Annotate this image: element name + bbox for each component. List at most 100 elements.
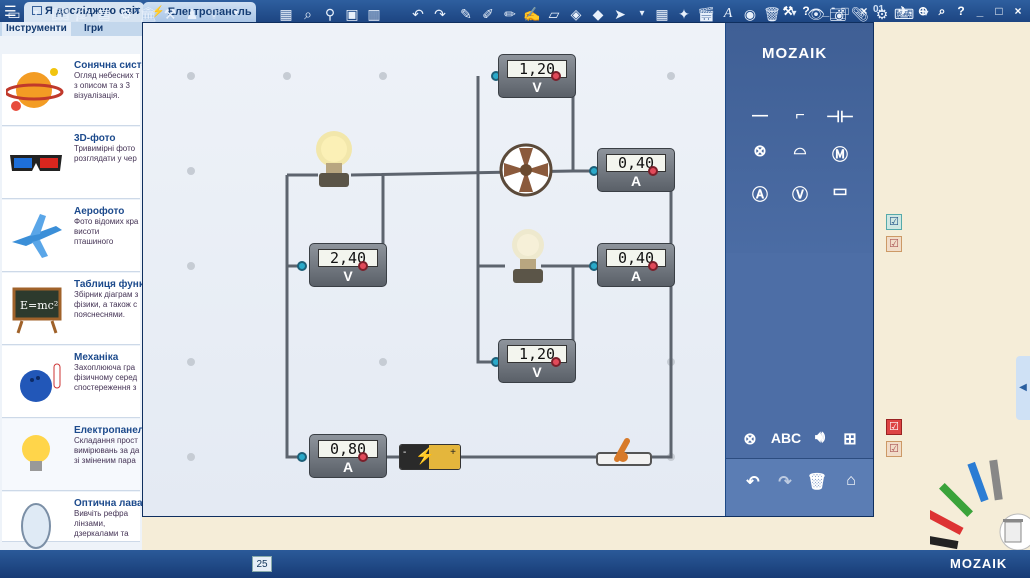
document-icon[interactable]: ▤: [97, 6, 111, 22]
more-tools-icon[interactable]: ▾: [639, 8, 645, 19]
tools-icon[interactable]: ⚒: [782, 4, 794, 18]
light-bulb-dim[interactable]: [507, 225, 549, 285]
switch[interactable]: [595, 435, 653, 469]
meter-terminal-positive[interactable]: [551, 357, 561, 367]
grid-icon[interactable]: ▦: [655, 6, 669, 22]
meter-terminal-positive[interactable]: [358, 261, 368, 271]
tab-ya-doslidzhuyu-svit[interactable]: Я досліджую світ ×: [24, 2, 144, 22]
close-icon[interactable]: ×: [860, 4, 868, 18]
meter-terminal-negative[interactable]: [297, 261, 307, 271]
delete-tool-icon[interactable]: 🗑︎: [763, 6, 781, 22]
pen-icon[interactable]: ✎: [460, 6, 472, 22]
maximize-icon[interactable]: □: [841, 4, 849, 18]
checkbox-icon[interactable]: ☑: [886, 214, 902, 230]
bell-icon[interactable]: ⌓: [793, 141, 807, 158]
dual-page-icon[interactable]: ▥: [367, 6, 381, 22]
menu-icon[interactable]: ☰: [4, 3, 17, 19]
eye-icon[interactable]: 👁︎: [807, 6, 825, 22]
highlighter-icon[interactable]: ✏: [504, 6, 516, 22]
clipboard-icon[interactable]: ▣: [345, 6, 359, 22]
hammer-icon[interactable]: ⚒: [163, 6, 177, 22]
redo-icon[interactable]: ↷: [778, 474, 792, 491]
list-item[interactable]: Механіка Захоплююча гра фізичному серед …: [2, 346, 140, 418]
checkbox-icon[interactable]: ☑: [886, 236, 902, 252]
wire-icon[interactable]: —: [752, 107, 768, 124]
labels-toggle[interactable]: ABC: [770, 430, 802, 446]
battery-icon[interactable]: ⊣⊢: [826, 109, 854, 126]
back-icon[interactable]: ↶: [412, 6, 424, 22]
more-icon[interactable]: ▾: [233, 8, 239, 19]
zoom-icon[interactable]: ⊕: [917, 4, 929, 18]
add-icon[interactable]: ⊞: [843, 431, 857, 448]
undo-icon[interactable]: ↶: [746, 474, 760, 491]
voltmeter-icon[interactable]: Ⓥ: [791, 187, 808, 204]
components-icon[interactable]: ⊗: [743, 431, 757, 448]
minimize-icon[interactable]: _: [822, 4, 830, 18]
close-main-icon[interactable]: ×: [1014, 4, 1022, 18]
marker-icon[interactable]: ✐: [482, 6, 494, 22]
taskbar-more-icon[interactable]: ▾: [923, 8, 929, 19]
forward-icon[interactable]: ↷: [434, 6, 446, 22]
list-item[interactable]: Оптична лава Вивчіть рефра лінзами, дзер…: [2, 492, 143, 549]
book-icon[interactable]: 📖︎: [51, 6, 69, 22]
meter-terminal-positive[interactable]: [648, 261, 658, 271]
trash-bin-icon[interactable]: [1000, 516, 1026, 544]
home-icon[interactable]: ⌂: [846, 472, 856, 489]
subtab-instrumenty[interactable]: Інструменти: [2, 22, 71, 36]
pointer-icon[interactable]: ➤: [614, 6, 626, 22]
camera-icon[interactable]: 📷︎: [829, 6, 847, 22]
screen-icon[interactable]: ▭: [7, 6, 21, 22]
museum-icon[interactable]: 🏛︎: [139, 6, 157, 22]
meter-terminal-positive[interactable]: [358, 452, 368, 462]
resistor-icon[interactable]: ▭: [832, 183, 848, 200]
shape-icon[interactable]: ◈: [570, 6, 582, 22]
pages-icon[interactable]: ▦: [279, 6, 293, 22]
search-icon[interactable]: ⌕: [938, 4, 946, 18]
side-expand-icon[interactable]: ◀: [1016, 356, 1030, 420]
bulb-symbol-icon[interactable]: ⊗: [753, 143, 767, 160]
record-icon[interactable]: ◉: [743, 6, 757, 22]
checkbox-icon[interactable]: ☑: [886, 441, 902, 457]
media-icon[interactable]: ⚙: [119, 6, 133, 22]
list-item[interactable]: E=mc² Таблиця функ Збірник діаграм з фіз…: [2, 273, 144, 345]
eraser-icon[interactable]: ▱: [548, 6, 560, 22]
zoom-icon[interactable]: ⌕: [304, 6, 312, 22]
brush-icon[interactable]: ✍: [523, 6, 541, 22]
keyboard-icon[interactable]: ⌨: [894, 6, 915, 22]
subtab-ihry[interactable]: Ігри: [84, 23, 104, 34]
fill-icon[interactable]: ◆: [592, 6, 604, 22]
meter-terminal-positive[interactable]: [648, 166, 658, 176]
help-icon[interactable]: ?: [802, 4, 810, 18]
page-number-field[interactable]: 25: [252, 556, 272, 572]
meter-terminal-positive[interactable]: [551, 71, 561, 81]
close-tab-icon[interactable]: ×: [133, 5, 140, 17]
link-icon[interactable]: ⚲: [324, 6, 336, 22]
pin-icon[interactable]: ✈: [897, 4, 909, 18]
dropdown-icon[interactable]: ▾: [33, 8, 39, 19]
list-item[interactable]: 3D-фото Тривимірні фото розглядати у чер: [2, 127, 140, 199]
delete-icon[interactable]: 🗑︎: [806, 474, 828, 491]
tab-elektropanel[interactable]: ⚡Електропанель: [143, 2, 256, 22]
film-icon[interactable]: 🎬︎: [697, 6, 715, 22]
list-item[interactable]: Електропанель Складання прост вимірювань…: [2, 419, 150, 491]
dropdown-tool-icon[interactable]: ▾: [791, 8, 797, 19]
checkbox-icon[interactable]: ☑: [886, 419, 902, 435]
help-main-icon[interactable]: ?: [957, 4, 965, 18]
paperclip-icon[interactable]: 📎︎: [851, 6, 869, 22]
sound-icon[interactable]: 🔊︎: [814, 429, 826, 446]
bulb-icon[interactable]: 💡︎: [209, 6, 219, 22]
ammeter-icon[interactable]: Ⓐ: [751, 187, 768, 204]
magic-icon[interactable]: ✦: [678, 6, 690, 22]
list-item[interactable]: Аерофото Фото відомих кра висоти пташино…: [2, 200, 140, 272]
switch-icon[interactable]: ⌐: [795, 107, 805, 124]
battery[interactable]: - +: [399, 444, 461, 470]
meter-terminal-negative[interactable]: [297, 452, 307, 462]
figure-icon[interactable]: ♟: [185, 6, 199, 22]
